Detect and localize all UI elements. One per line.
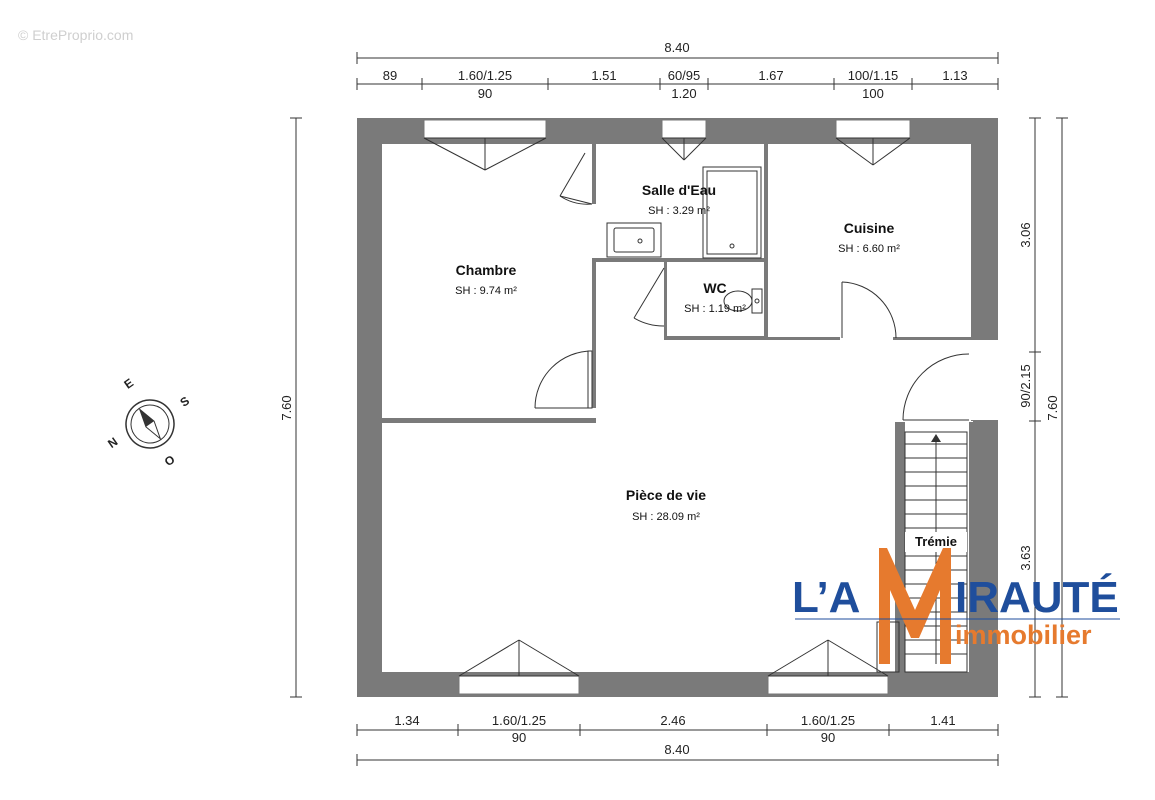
doors (534, 152, 970, 421)
compass-letter: O (162, 452, 178, 469)
top-segment: 1.13 (942, 68, 967, 83)
right-segment: 90/2.15 (1018, 364, 1033, 407)
room-name: Salle d'Eau (642, 182, 716, 198)
room-name: WC (703, 280, 726, 296)
compass-letter: E (121, 376, 136, 392)
sink (606, 222, 662, 258)
room-area: SH : 6.60 m² (838, 243, 900, 255)
top-sub-dimension: 1.20 (671, 86, 696, 101)
bottom-segment: 1.41 (930, 713, 955, 728)
logo-text-left: L’A (792, 573, 860, 622)
room-area: SH : 9.74 m² (455, 285, 517, 297)
bottom-right-wall (889, 672, 971, 697)
watermark: © EtreProprio.com (18, 27, 133, 43)
toilet (723, 288, 763, 314)
bottom-segment: 1.34 (394, 713, 419, 728)
stair-label-backing (905, 532, 967, 552)
company-logo: L’A IRAUTÉ immobilier (792, 548, 1120, 664)
top-segment: 1.51 (591, 68, 616, 83)
top-segment: 100/1.15 (848, 68, 899, 83)
bottom-segment: 1.60/1.25 (801, 713, 855, 728)
compass-letter: S (177, 394, 192, 410)
bottom-segment: 2.46 (660, 713, 685, 728)
right-lower-wall (969, 422, 998, 672)
right-total-dimension: 7.60 (1045, 395, 1060, 420)
bottom-sub-dimension: 90 (512, 730, 526, 745)
windows (423, 137, 911, 677)
top-segment: 1.67 (758, 68, 783, 83)
compass-icon (125, 399, 175, 449)
top-segment: 1.60/1.25 (458, 68, 512, 83)
room-area: SH : 1.19 m² (684, 303, 746, 315)
bottom-sub-dimension: 90 (821, 730, 835, 745)
compass-letter: N (105, 435, 120, 451)
room-area: SH : 28.09 m² (632, 511, 700, 523)
room-area: SH : 3.29 m² (648, 205, 710, 217)
room-name: Trémie (915, 534, 957, 549)
shower-tray (702, 166, 762, 259)
side-dimensions (290, 117, 1068, 698)
top-total-dimension: 8.40 (664, 40, 689, 55)
right-segment: 3.06 (1018, 222, 1033, 247)
stair-arrow-icon (931, 434, 941, 442)
bottom-segment: 1.60/1.25 (492, 713, 546, 728)
logo-m-mark (879, 548, 951, 664)
logo-subtitle: immobilier (955, 620, 1092, 650)
top-segment: 60/95 (668, 68, 701, 83)
room-name: Pièce de vie (626, 487, 706, 503)
room-name: Chambre (456, 262, 517, 278)
room-name: Cuisine (844, 220, 895, 236)
top-sub-dimension: 100 (862, 86, 884, 101)
window-openings (423, 119, 911, 695)
top-sub-dimension: 90 (478, 86, 492, 101)
bottom-dimensions (356, 724, 999, 766)
right-segment: 3.63 (1018, 545, 1033, 570)
top-dimensions (356, 52, 999, 90)
logo-text-right: IRAUTÉ (955, 572, 1119, 622)
interior-walls (382, 144, 971, 672)
left-total-dimension: 7.60 (279, 395, 294, 420)
top-segment: 89 (383, 68, 397, 83)
bottom-total-dimension: 8.40 (664, 742, 689, 757)
